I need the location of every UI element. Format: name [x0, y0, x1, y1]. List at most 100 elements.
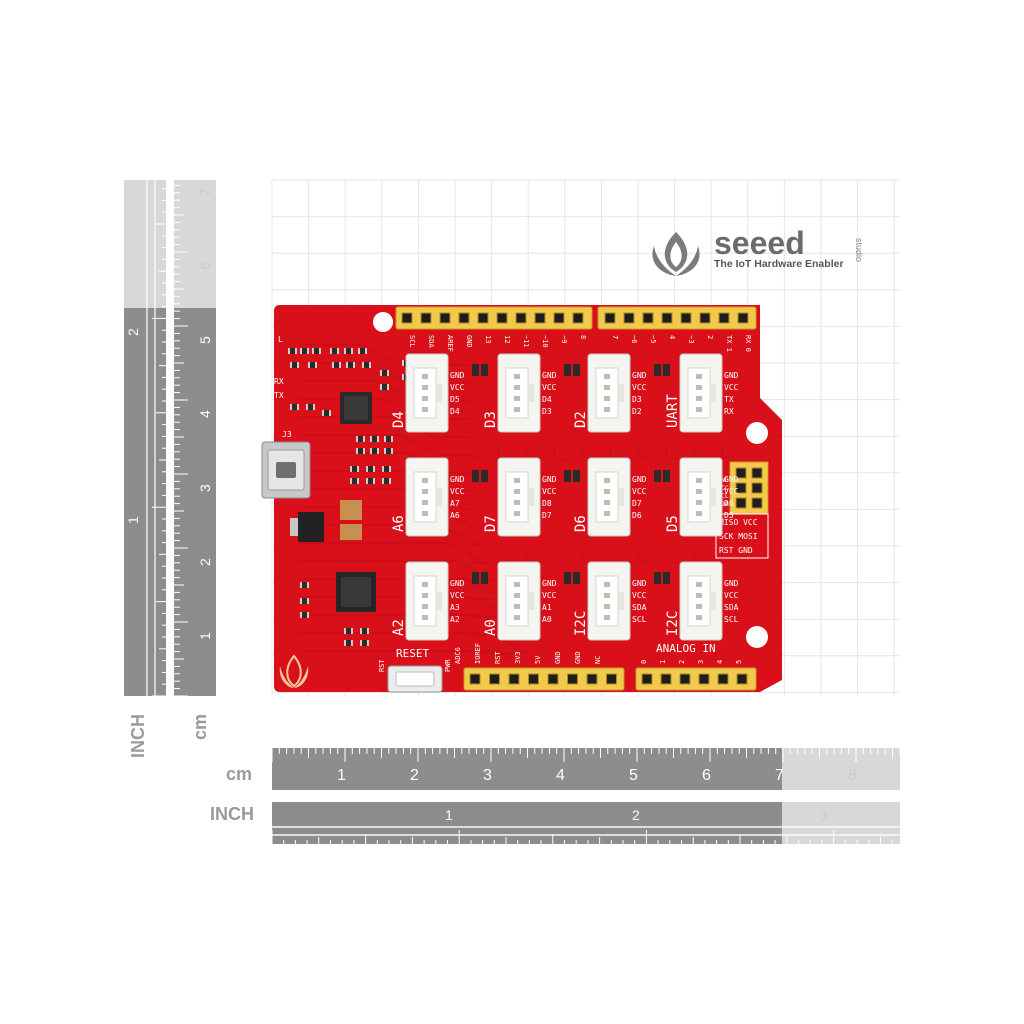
grove-pin	[696, 593, 702, 598]
grove-pin-label: D6	[632, 511, 642, 520]
grove-port-name: D3	[483, 411, 499, 428]
icsp-side-label: SDA	[717, 500, 729, 508]
grove-pin-label: VCC	[724, 383, 739, 392]
grove-pin-label: VCC	[724, 487, 739, 496]
grove-latch	[528, 592, 534, 610]
grove-latch	[618, 384, 624, 402]
pcb-trace	[300, 596, 513, 618]
top-pin-label: SDA	[427, 335, 435, 348]
smd-pad	[344, 640, 346, 646]
smd-component	[358, 348, 367, 354]
bottom-pin-label: 3V3	[514, 651, 522, 664]
mounting-hole	[746, 422, 768, 444]
grove-pin-label: D2	[632, 407, 642, 416]
icsp-pin	[735, 482, 747, 494]
bottom-header-right	[635, 667, 757, 691]
icsp-pin	[735, 467, 747, 479]
smd-component	[481, 364, 488, 376]
reset-button[interactable]	[387, 665, 443, 693]
icsp-label: MISO VCC	[719, 518, 758, 527]
smd-pad	[297, 404, 299, 410]
smd-pad	[389, 478, 391, 484]
grove-pin-label: SDA	[632, 603, 647, 612]
top-pin-label: ~9	[560, 335, 568, 343]
bottom-cm-number: 4	[556, 767, 565, 784]
smd-component	[380, 384, 389, 390]
smd-component	[564, 364, 571, 376]
smd-component	[573, 364, 580, 376]
left-cm-number: 4	[197, 410, 213, 418]
grove-latch	[618, 488, 624, 506]
bottom-cm-number: 5	[629, 767, 638, 784]
bottom-cm-number: 3	[483, 767, 492, 784]
smd-component	[288, 348, 297, 354]
smd-pad	[387, 370, 389, 376]
ruler-band	[272, 826, 900, 828]
left-cm-number: 3	[197, 484, 213, 492]
grove-port-name: D7	[483, 515, 499, 532]
top-header-right	[597, 306, 757, 330]
smd-pad	[350, 478, 352, 484]
pcb-trace	[553, 548, 569, 566]
header-pin	[508, 673, 520, 685]
smd-pad	[337, 348, 339, 354]
grove-pin	[422, 604, 428, 609]
smd-pad	[382, 478, 384, 484]
bottom-pin-label: GND	[574, 651, 582, 664]
header-pin	[439, 312, 451, 324]
smd-pad	[358, 348, 360, 354]
capacitor	[340, 500, 362, 540]
grove-pin	[604, 615, 610, 620]
top-pin-label: ~5	[649, 335, 657, 343]
grove-pin	[604, 604, 610, 609]
smd-component	[346, 362, 355, 368]
smd-component	[472, 572, 479, 584]
grove-pin	[514, 615, 520, 620]
grove-port-name: A0	[483, 619, 499, 636]
smd-pad	[363, 436, 365, 442]
smd-pad	[402, 374, 404, 380]
top-pin-label: 12	[503, 335, 511, 343]
main-mcu-chip	[336, 572, 376, 612]
grove-latch	[436, 592, 442, 610]
smd-pad	[329, 410, 331, 416]
grove-pin	[604, 478, 610, 483]
grove-pin-label: D4	[542, 395, 552, 404]
smd-component	[306, 404, 315, 410]
smd-component	[366, 478, 375, 484]
header-pin	[477, 312, 489, 324]
grove-pin-label: D8	[542, 499, 552, 508]
smd-component	[663, 364, 670, 376]
header-pin	[604, 312, 616, 324]
grove-pin-label: GND	[724, 475, 739, 484]
header-pin	[515, 312, 527, 324]
smd-component	[370, 436, 379, 442]
header-pin	[661, 312, 673, 324]
bottom-pin-label: IOREF	[474, 643, 482, 664]
smd-pad	[319, 348, 321, 354]
pcb-trace	[721, 445, 737, 463]
bottom-inch-number: 3	[820, 807, 828, 823]
ruler-band	[146, 180, 148, 696]
brand-sub: studio	[854, 238, 864, 262]
bottom-inch-number: 2	[632, 807, 640, 823]
grove-pin-label: D5	[724, 511, 734, 520]
pcb-trace	[300, 524, 481, 546]
grove-pin	[514, 385, 520, 390]
smd-component	[356, 436, 365, 442]
smd-pad	[366, 466, 368, 472]
grove-pin	[514, 396, 520, 401]
grove-pin	[696, 407, 702, 412]
